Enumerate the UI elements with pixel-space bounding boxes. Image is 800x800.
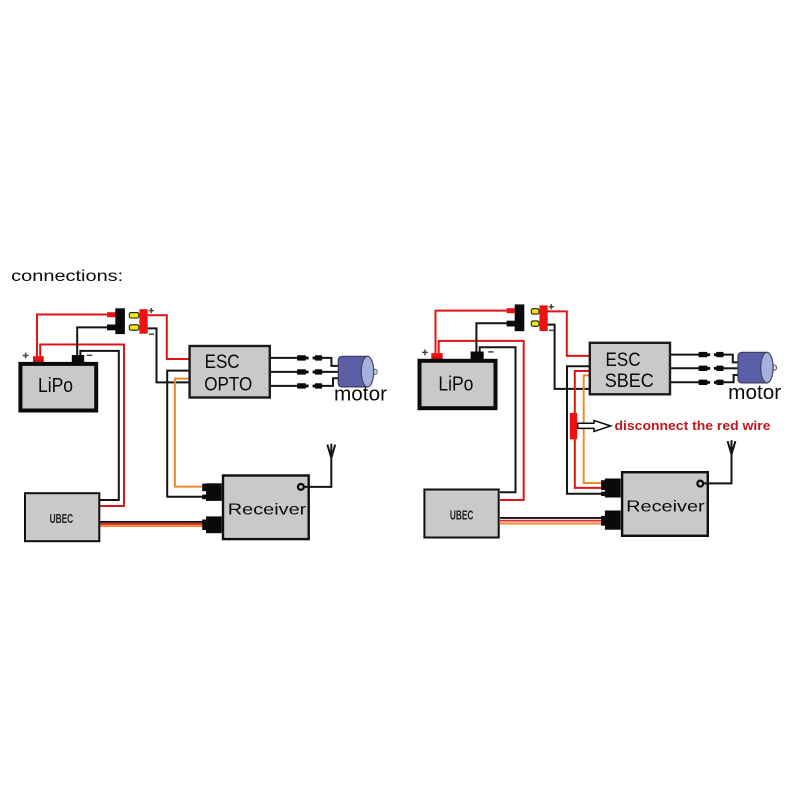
svg-text:Receiver: Receiver [228, 502, 307, 519]
svg-text:OPTO: OPTO [204, 374, 252, 396]
svg-text:UBEC: UBEC [50, 512, 74, 526]
svg-text:disconnect the red wire: disconnect the red wire [615, 418, 771, 433]
svg-text:ESC: ESC [205, 352, 240, 373]
svg-text:ESC: ESC [606, 350, 641, 371]
svg-text:LiPo: LiPo [38, 375, 73, 397]
svg-text:motor: motor [728, 382, 781, 404]
svg-text:connections:: connections: [11, 268, 123, 285]
svg-text:UBEC: UBEC [450, 509, 474, 523]
svg-text:Receiver: Receiver [626, 499, 705, 516]
svg-text:SBEC: SBEC [605, 370, 654, 392]
svg-text:LiPo: LiPo [438, 374, 473, 396]
svg-text:motor: motor [334, 384, 387, 406]
